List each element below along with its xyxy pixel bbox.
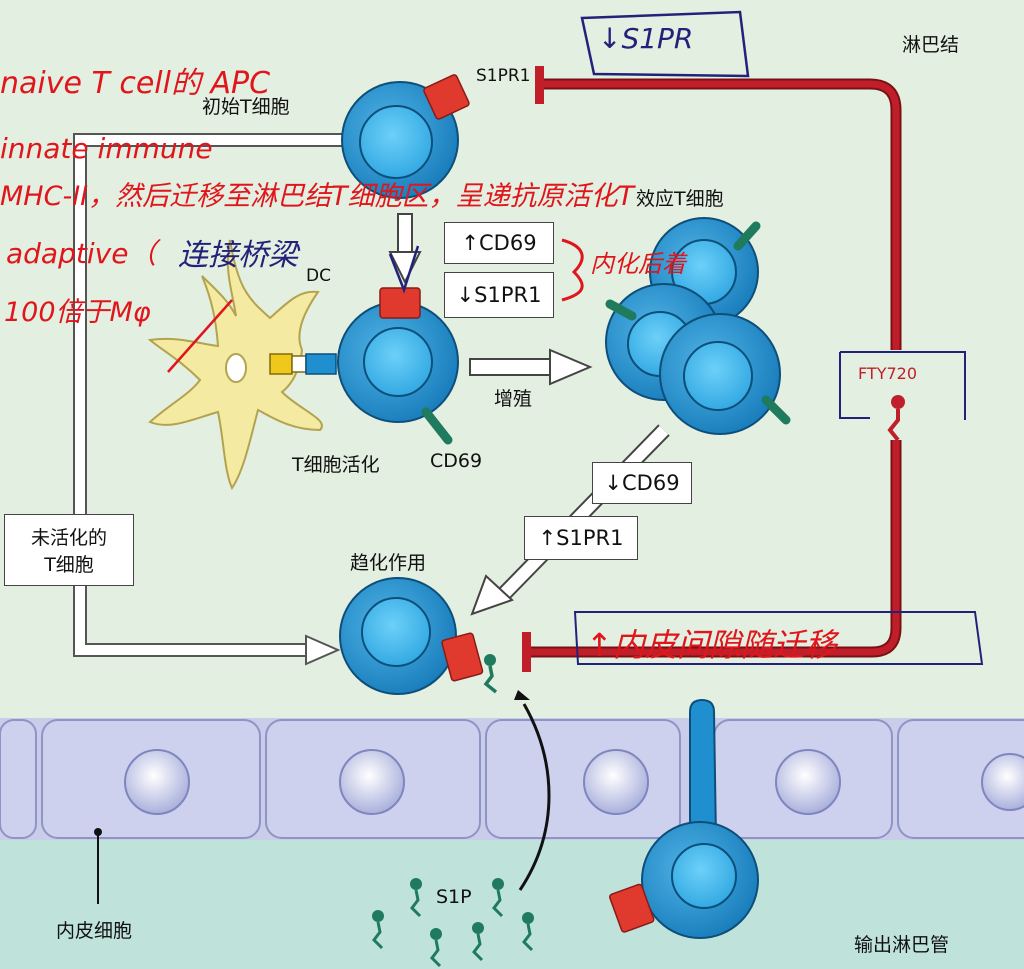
fty720-label: FTY720 (858, 364, 918, 383)
dc-label: DC (306, 266, 331, 286)
unactivated-path-arrow (73, 133, 420, 666)
cd69-label: CD69 (430, 450, 483, 472)
handwriting-red-marks (167, 238, 984, 665)
naive-t-cell (341, 74, 470, 199)
after-note: 内化后着 (590, 250, 686, 278)
cd69-down-box: ↓CD69 (592, 462, 692, 504)
s1p-label: S1P (436, 886, 472, 908)
adaptive-note: adaptive（ (6, 237, 157, 270)
chemotaxis-t-cell (339, 577, 498, 695)
times-note: 100倍于Mφ (4, 297, 151, 328)
s1p-molecules (372, 878, 534, 968)
s1pr1-down-box: ↓S1PR1 (444, 272, 554, 318)
dendritic-cell (147, 239, 337, 491)
mhc-note: MHC-II，然后迁移至淋巴结T细胞区，呈递抗原活化T (0, 181, 635, 212)
lymph-vessel-region (0, 840, 1024, 969)
bridge-note: 连接桥梁 (178, 238, 298, 273)
effector-to-chemotaxis-arrow (470, 424, 670, 616)
s1pr1-label: S1PR1 (476, 66, 531, 86)
proliferation-label: 增殖 (494, 388, 533, 410)
endothelial-pointer (94, 828, 102, 904)
s1pr-down-note: ↓S1PR (598, 22, 694, 55)
effector-t-cell-label: 效应T细胞 (636, 188, 724, 210)
innate-note: innate immune (0, 132, 213, 165)
t-cell-activation-label: T细胞活化 (292, 454, 380, 476)
endothelium-layer (0, 718, 1024, 840)
efferent-lymphatic-label: 输出淋巴管 (854, 934, 950, 956)
lymph-node-label: 淋巴结 (902, 34, 960, 56)
chemotaxis-label: 趋化作用 (350, 552, 427, 574)
s1pr1-up-box: ↑S1PR1 (524, 516, 638, 560)
unactivated-t-cell-box: 未活化的 T细胞 (4, 514, 134, 586)
fty720-box (839, 350, 966, 442)
unactivated-line1: 未活化的 (30, 527, 107, 549)
naive-note: naive T cell的 APC (0, 66, 271, 101)
endothelial-cell-label: 内皮细胞 (56, 920, 133, 942)
cd69-up-box: ↑CD69 (444, 222, 554, 264)
bottom-note: ↑内皮间隙随迁移 (586, 626, 837, 664)
s1p-gradient-arrow (514, 690, 551, 891)
naive-t-cell-label: 初始T细胞 (202, 96, 290, 118)
unactivated-line2: T细胞 (44, 554, 94, 576)
transmigrating-t-cell (609, 698, 759, 939)
handwriting-blue-marks (388, 10, 750, 294)
activated-t-cell (337, 287, 459, 445)
proliferation-arrow (469, 348, 593, 386)
effector-t-cells (605, 217, 791, 435)
